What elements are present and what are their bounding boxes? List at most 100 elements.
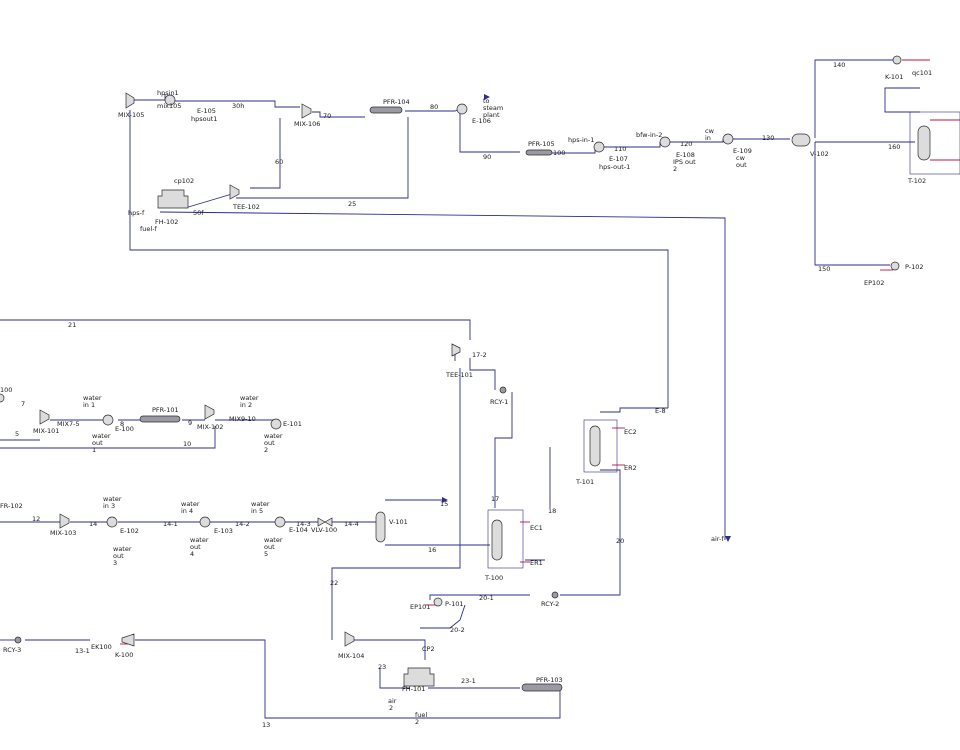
unit-label: PFR-105 xyxy=(528,140,555,148)
stream-label: hps-in-1 xyxy=(568,136,594,144)
stream-label: air xyxy=(388,697,397,705)
column-icon[interactable] xyxy=(917,125,931,161)
stream-label: out xyxy=(113,552,124,560)
stream-label: water xyxy=(251,500,270,508)
unit-label: MIX-102 xyxy=(197,423,223,431)
compressor-icon[interactable] xyxy=(121,633,135,647)
stream-label: 150 xyxy=(818,265,830,273)
fired-heater-icon[interactable] xyxy=(403,667,435,687)
heat-exchanger-icon[interactable] xyxy=(0,393,5,403)
column-icon[interactable] xyxy=(491,519,503,561)
unit-label: PFR-101 xyxy=(152,406,179,414)
heat-exchanger-icon[interactable] xyxy=(164,94,176,106)
recycle-icon[interactable] xyxy=(14,636,22,644)
stream-label: 14-3 xyxy=(296,520,311,528)
stream-label: water xyxy=(181,500,200,508)
stream-label: water xyxy=(264,536,283,544)
vessel-icon[interactable] xyxy=(375,511,386,543)
stream-label: bfw-in-2 xyxy=(636,131,662,139)
stream-label: 2 xyxy=(264,446,268,454)
heat-exchanger-icon[interactable] xyxy=(456,103,468,115)
stream-label: out xyxy=(736,161,747,169)
compressor-icon[interactable] xyxy=(892,55,902,65)
pump-icon[interactable] xyxy=(433,597,443,607)
unit-label: RCY-1 xyxy=(490,398,508,406)
stream-label: in 2 xyxy=(240,401,252,409)
mixer-icon[interactable] xyxy=(125,92,135,109)
stream-label: 20-1 xyxy=(479,594,494,602)
unit-label: EC2 xyxy=(624,428,637,436)
reactor-icon[interactable] xyxy=(525,149,553,156)
stream-label: 14-4 xyxy=(344,520,359,528)
stream-label: 120 xyxy=(680,140,692,148)
unit-label: MIX-106 xyxy=(294,120,320,128)
unit-label: MIX-101 xyxy=(33,427,59,435)
column-frame xyxy=(909,111,960,175)
stream-label: 14-1 xyxy=(163,520,178,528)
stream-label: 110 xyxy=(614,145,626,153)
reactor-icon[interactable] xyxy=(369,106,403,114)
unit-label: ER1 xyxy=(530,559,543,567)
stream-label: to xyxy=(483,97,490,105)
stream-label: in 4 xyxy=(181,507,193,515)
unit-label: E-105 xyxy=(197,107,216,115)
mixer-icon[interactable] xyxy=(451,343,461,357)
unit-label: MIX-104 xyxy=(338,652,364,660)
unit-label: ER2 xyxy=(624,464,637,472)
fired-heater-icon[interactable] xyxy=(157,189,189,209)
pump-icon[interactable] xyxy=(890,261,900,271)
stream-label: E-8 xyxy=(655,407,666,415)
stream-label: 10 xyxy=(183,440,191,448)
unit-label: T-101 xyxy=(575,478,594,486)
mixer-icon[interactable] xyxy=(39,409,50,425)
vessel-icon[interactable] xyxy=(791,133,811,147)
stream-label: 20 xyxy=(616,537,624,545)
stream-label: in 3 xyxy=(103,502,115,510)
stream-label: hps-f xyxy=(128,209,145,217)
heat-exchanger-icon[interactable] xyxy=(199,516,211,528)
mixer-icon[interactable] xyxy=(301,103,312,119)
stream-label: IPS out xyxy=(673,158,696,166)
stream-label: 5 xyxy=(264,550,268,558)
stream-label: hps-out-1 xyxy=(599,163,630,171)
unit-label: PFR-104 xyxy=(383,98,410,106)
mixer-icon[interactable] xyxy=(229,184,240,200)
heat-exchanger-icon[interactable] xyxy=(270,418,282,430)
reactor-icon[interactable] xyxy=(521,683,563,692)
heat-exchanger-icon[interactable] xyxy=(106,516,118,528)
heat-exchanger-icon[interactable] xyxy=(593,141,605,153)
column-icon[interactable] xyxy=(589,425,601,467)
recycle-icon[interactable] xyxy=(499,386,507,394)
stream-label: 23-1 xyxy=(461,677,476,685)
stream-label: 3 xyxy=(113,559,117,567)
stream-label: 160 xyxy=(888,143,900,151)
stream-label: 14 xyxy=(89,520,97,528)
stream-label: 9 xyxy=(188,419,192,427)
heat-exchanger-icon[interactable] xyxy=(659,136,671,148)
unit-label: MIX-103 xyxy=(50,529,76,537)
column-frame xyxy=(583,419,618,473)
stream-label: qc101 xyxy=(912,69,932,77)
stream-label: 12 xyxy=(32,515,40,523)
mixer-icon[interactable] xyxy=(204,404,215,420)
unit-label: V-101 xyxy=(389,518,408,526)
recycle-icon[interactable] xyxy=(551,591,559,599)
stream-label: 8 xyxy=(120,420,124,428)
unit-label: E-100 xyxy=(115,425,134,433)
stream-label: 17-2 xyxy=(472,351,487,359)
stream-label: 100 xyxy=(553,149,565,157)
reactor-icon[interactable] xyxy=(139,415,181,423)
unit-label: MIX9-10 xyxy=(229,415,256,423)
mixer-icon[interactable] xyxy=(59,513,70,529)
unit-label: E-101 xyxy=(283,420,302,428)
stream-label: 21 xyxy=(68,321,76,329)
stream-label: out xyxy=(92,439,103,447)
heat-exchanger-icon[interactable] xyxy=(722,133,734,145)
heat-exchanger-icon[interactable] xyxy=(274,516,286,528)
stream-label: 14-2 xyxy=(235,520,250,528)
heat-exchanger-icon[interactable] xyxy=(102,414,114,426)
valve-icon[interactable] xyxy=(317,517,333,527)
unit-label: RCY-3 xyxy=(3,646,21,654)
mixer-icon[interactable] xyxy=(344,631,355,647)
